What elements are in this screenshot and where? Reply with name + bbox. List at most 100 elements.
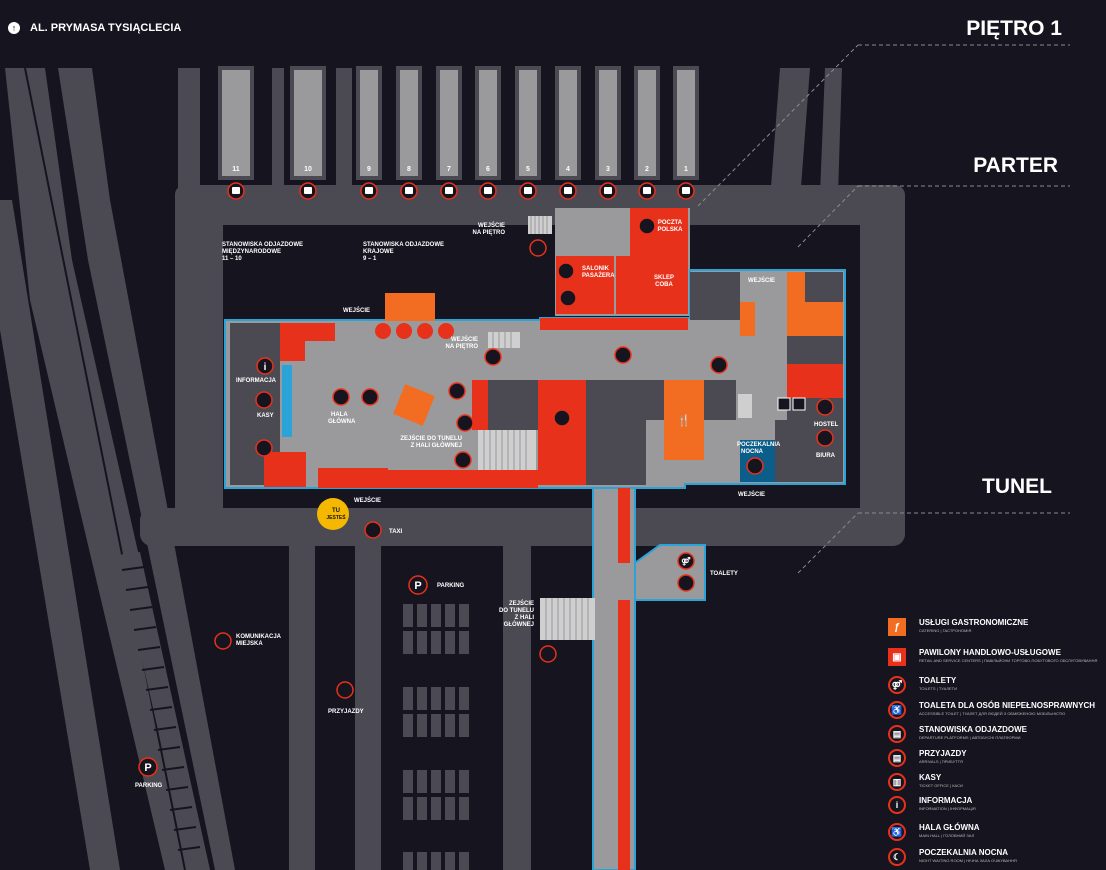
label-wejscie-pietro: NA PIĘTRO [473, 230, 506, 236]
label-stanowiska-int3: 11 – 10 [222, 256, 242, 262]
night-waiting-room-icon: ☾ [888, 848, 906, 866]
toilets-icon: ⚤ [888, 676, 906, 694]
svg-text:JESTEŚ: JESTEŚ [326, 514, 346, 521]
label-biura: BIURA [816, 453, 836, 459]
label-przyjazdy: PRZYJAZDY [328, 709, 364, 715]
platform-numbers: 11 10 9 8 7 6 5 4 3 2 1 [232, 166, 688, 173]
platform-bus-glyphs [232, 187, 690, 194]
shopping-basket-icon [553, 409, 571, 427]
hall-stair-lines [483, 332, 527, 470]
taxi-icon [364, 521, 382, 539]
street-label: ↑ AL. PRYMASA TYSIĄCLECIA [8, 22, 181, 34]
shopping-basket-icon: ▣ [888, 648, 906, 666]
label-zejscie-hala: Z HALI GŁÓWNEJ [411, 441, 462, 449]
night-waiting-room-icon [255, 439, 273, 457]
elevator-icon [454, 451, 472, 469]
luggage-storage-icon [710, 356, 728, 374]
luggage-icon [456, 414, 474, 432]
hostel-icon [816, 398, 834, 416]
floor-label-tunnel: TUNEL [982, 475, 1052, 498]
floor-label-first: PIĘTRO 1 [966, 17, 1062, 40]
main-hall [224, 269, 846, 489]
parking-strip-lines [121, 566, 201, 851]
ticket-office-icon: ▥ [888, 773, 906, 791]
bus-icon [214, 632, 232, 650]
label-wejscie: WEJŚCIE [343, 307, 370, 314]
label-stanowiska-kraj2: KRAJOWE [363, 249, 394, 255]
label-hala: GŁÓWNA [328, 417, 356, 425]
label-stanowiska-kraj3: 9 – 1 [363, 256, 377, 262]
toilets-icon [777, 397, 791, 411]
platform-number: 3 [606, 166, 610, 173]
label-stanowiska-int2: MIĘDZYNARODOWE [222, 249, 281, 255]
restaurant-icon: 🍴 [677, 414, 691, 427]
bus-icon: ▤ [888, 725, 906, 743]
poi-icons [138, 217, 834, 777]
label-hala: HALA [331, 412, 348, 418]
label-zejscie-tunel: GŁÓWNEJ [504, 620, 534, 628]
label-sklep: SKLEP [654, 275, 674, 281]
information-icon [256, 357, 274, 375]
platform-number: 4 [566, 166, 570, 173]
label-poczta: POCZTA [658, 220, 683, 226]
label-salonik: SALONIK [582, 266, 610, 272]
platform-number: 6 [486, 166, 490, 173]
floor-label-ground: PARTER [973, 154, 1058, 177]
label-poczekalnia: POCZEKALNIA [737, 442, 781, 448]
first-floor-block [528, 208, 690, 316]
road-lines [24, 67, 186, 870]
elevator-icon [484, 348, 502, 366]
svg-text:P: P [144, 762, 151, 774]
label-zejscie-tunel: DO TUNELU [499, 608, 534, 614]
svg-text:TU: TU [332, 508, 340, 514]
label-komunikacja: MIEJSKA [236, 641, 263, 647]
label-hostel: HOSTEL [814, 422, 839, 428]
toilets-icon [677, 552, 695, 570]
tunnel [540, 487, 706, 870]
coffee-icon [448, 382, 466, 400]
floor-dividers [697, 44, 1070, 574]
mail-icon [638, 217, 656, 235]
svg-text:⚤: ⚤ [681, 556, 691, 566]
platform-number: 10 [304, 166, 312, 173]
accessible-toilet-icon: ♿ [888, 701, 906, 719]
parking-icon [138, 757, 158, 777]
street-name: AL. PRYMASA TYSIĄCLECIA [30, 22, 182, 34]
toilet-icons-squares [777, 397, 806, 411]
svg-text:P: P [414, 580, 421, 592]
platform-number: 5 [526, 166, 530, 173]
parking-icon [408, 575, 428, 595]
label-poczekalnia: NOCNA [741, 449, 764, 455]
icon-glyphs: i P P ⚤ [144, 362, 691, 774]
label-wejscie-pietro: WEJŚCIE [451, 336, 478, 343]
platform-number: 11 [232, 166, 240, 173]
label-zejscie-hala: ZEJŚCIE DO TUNELU [400, 435, 462, 442]
tunnel-stair-lines [545, 598, 589, 640]
label-kasy: KASY [257, 413, 274, 419]
parking-spaces [403, 604, 469, 870]
people-icon [559, 289, 577, 307]
salonik-icon [557, 262, 575, 280]
accessible-icon [361, 388, 379, 406]
navigation-arrow-icon: ↑ [8, 22, 20, 34]
office-icon [816, 429, 834, 447]
label-zejscie-tunel: ZEJŚCIE [509, 600, 534, 607]
platform-number: 7 [447, 166, 451, 173]
ticket-office-icon [255, 391, 273, 409]
you-are-here-marker: TU JESTEŚ [317, 498, 349, 530]
bus-icon [336, 681, 354, 699]
label-toalety: TOALETY [710, 571, 738, 577]
map-labels: STANOWISKA ODJAZDOWE MIĘDZYNARODOWE 11 –… [135, 220, 839, 789]
information-icon: i [888, 796, 906, 814]
label-informacja: INFORMACJA [236, 378, 277, 384]
